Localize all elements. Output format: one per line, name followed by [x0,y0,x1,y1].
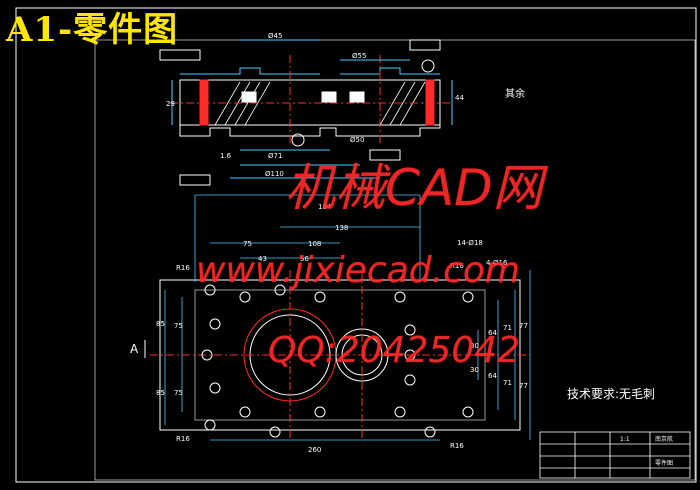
dim-d50: Ø50 [350,136,364,144]
watermark-url: www.jixiecad.com [196,250,520,291]
dim-h30-a: 30 [470,342,479,350]
section-view [159,39,453,186]
dim-260: 260 [308,446,321,454]
dim-v75-a: 75 [174,322,183,330]
title-block-name: 零件图 [655,459,673,467]
other-roughness-note: 其余 [505,89,525,100]
dim-d55: Ø55 [352,52,366,60]
dim-v75-b: 75 [174,389,183,397]
dim-v85-b: 85 [156,389,165,397]
frame-outer [15,7,697,483]
dim-v85-a: 85 [156,320,165,328]
dim-h71-b: 71 [503,379,512,387]
holes-14-d18: 14-Ø18 [457,239,483,247]
title-block-school: 南京航 [655,435,673,443]
radius-r16-a: R16 [176,264,190,272]
watermark-qq: QQ:20425042 [268,330,521,371]
dim-75: 75 [243,240,252,248]
plan-view [144,194,531,441]
dim-h64-a: 64 [488,329,497,337]
frame-inner [94,39,696,481]
drawing-title: A1-零件图 [6,10,179,50]
dim-h29: 29 [166,100,175,108]
dim-184: 184 [318,203,332,211]
dim-h77-b: 77 [519,382,528,390]
dim-h44: 44 [455,94,464,102]
dim-43: 43 [258,255,267,263]
radius-r16-d: R16 [450,442,464,450]
section-label-a: A [130,342,139,356]
dim-h30-b: 30 [470,366,479,374]
dim-108: 108 [308,240,321,248]
technical-requirement: 技术要求:无毛刺 [567,387,656,401]
dim-d110: Ø110 [265,170,284,178]
dim-d45: Ø45 [268,32,282,40]
dim-h71-a: 71 [503,324,512,332]
radius-r16-b: R16 [176,435,190,443]
holes-4-d16: 4-Ø16 [486,259,508,267]
dim-r16: 1.6 [220,152,232,160]
radius-r16-c: R16 [450,262,464,270]
dim-h77-a: 77 [519,322,528,330]
title-block [539,431,691,479]
dim-h64-b: 64 [488,372,497,380]
dim-138: 138 [335,224,348,232]
dim-d71: Ø71 [268,152,282,160]
title-block-scale: 1:1 [620,436,630,443]
watermark-site-name: 机械CAD网 [285,159,543,217]
dim-56: 56 [300,255,309,263]
